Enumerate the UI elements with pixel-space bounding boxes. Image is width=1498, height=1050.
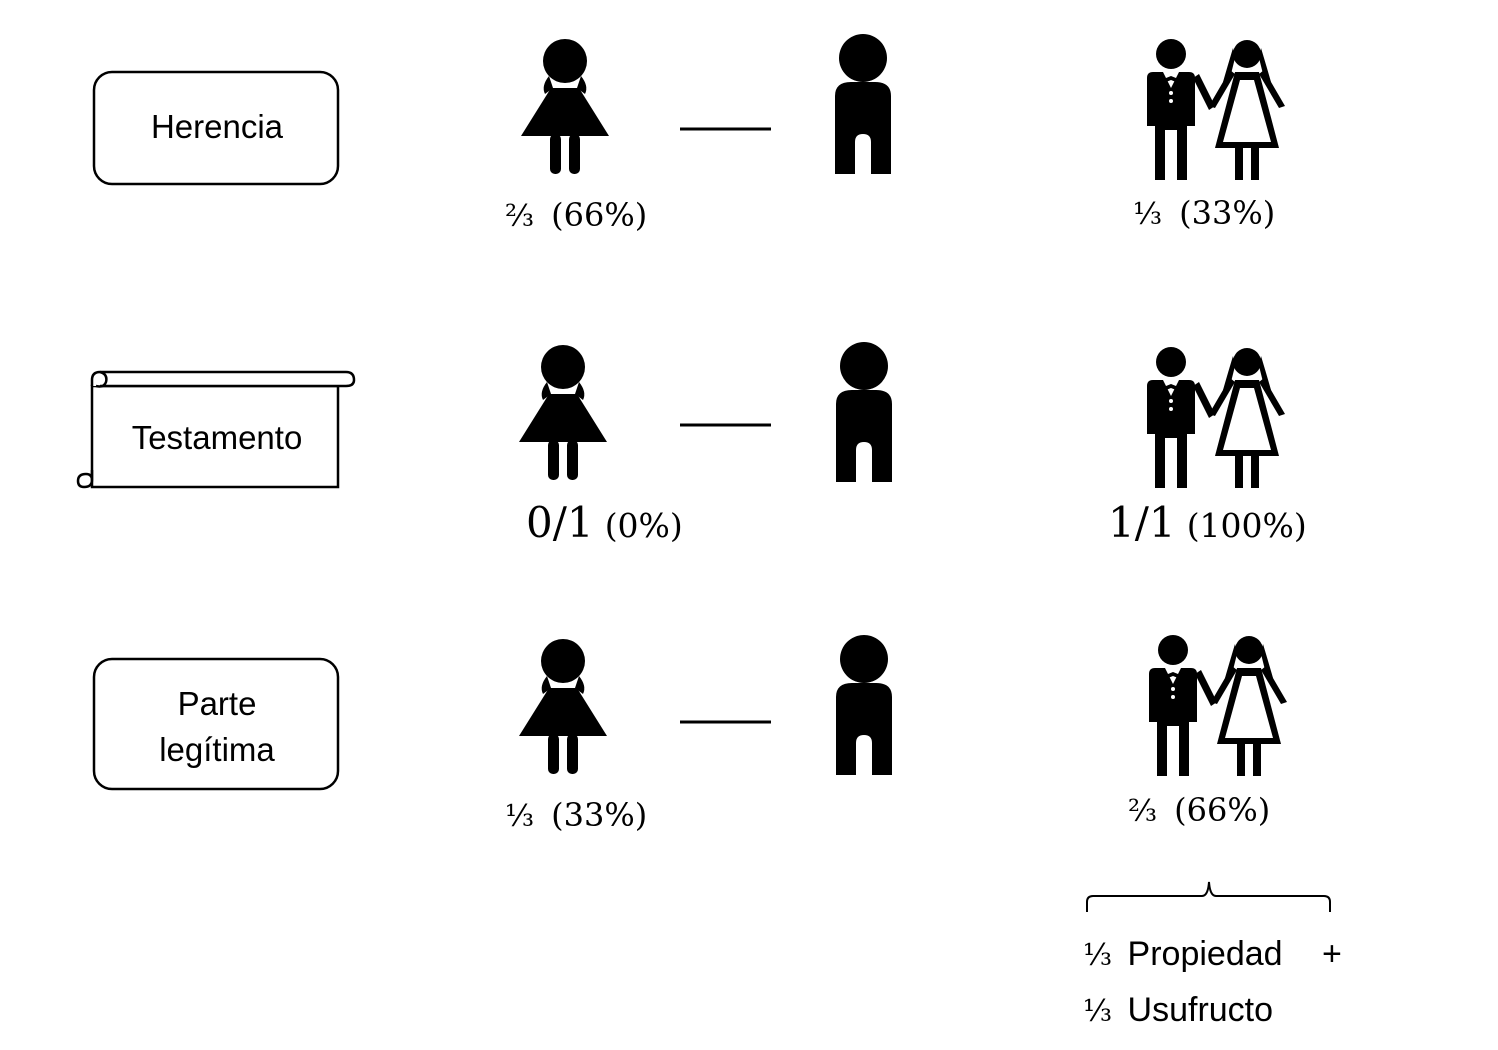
couple-icon (1147, 347, 1285, 488)
parte-legitima-box (92, 657, 340, 791)
brace (1086, 881, 1331, 912)
parte-legitima-line2: legítima (159, 731, 275, 768)
fraction: 1/1 (1108, 498, 1176, 547)
percentage: (66%) (1174, 791, 1271, 829)
daughter-share: ⅓ (33%) (505, 796, 647, 834)
parte-legitima-label: Parte legítima (94, 681, 340, 773)
percentage: (33%) (1179, 194, 1276, 232)
person-icon (836, 635, 892, 775)
daughter-share: 0/1 (0%) (526, 498, 683, 547)
usufructo-text: Usufructo (1127, 991, 1274, 1029)
spouse-share: 1/1 (100%) (1108, 498, 1307, 547)
couple-icon (1147, 39, 1285, 180)
plus-sign: + (1322, 935, 1342, 973)
spouse-share: ⅓ (33%) (1133, 194, 1275, 232)
girl-icon (521, 39, 609, 174)
percentage: (0%) (604, 506, 683, 545)
fraction: ⅓ (1083, 994, 1113, 1029)
scroll-icon (76, 370, 356, 489)
herencia-box (92, 70, 340, 186)
herencia-label: Herencia (150, 108, 284, 145)
person-icon (835, 34, 891, 174)
fraction: ⅓ (505, 799, 535, 834)
girl-icon (519, 345, 607, 480)
fraction: 0/1 (526, 498, 594, 547)
breakdown-usufructo: ⅓ Usufructo (1083, 991, 1273, 1030)
person-icon (836, 342, 892, 482)
fraction: ⅓ (1133, 197, 1163, 232)
couple-icon (1149, 635, 1287, 776)
breakdown-propiedad: ⅓ Propiedad (1083, 935, 1283, 974)
fraction: ⅔ (505, 199, 535, 234)
testamento-label: Testamento (131, 419, 303, 456)
parte-legitima-line1: Parte (177, 685, 257, 722)
daughter-share: ⅔ (66%) (505, 196, 647, 234)
percentage: (66%) (551, 196, 648, 234)
fraction: ⅓ (1083, 938, 1113, 973)
spouse-share: ⅔ (66%) (1128, 791, 1270, 829)
propiedad-text: Propiedad (1127, 935, 1283, 973)
fraction: ⅔ (1128, 794, 1158, 829)
girl-icon (519, 639, 607, 774)
percentage: (100%) (1186, 506, 1307, 545)
percentage: (33%) (551, 796, 648, 834)
